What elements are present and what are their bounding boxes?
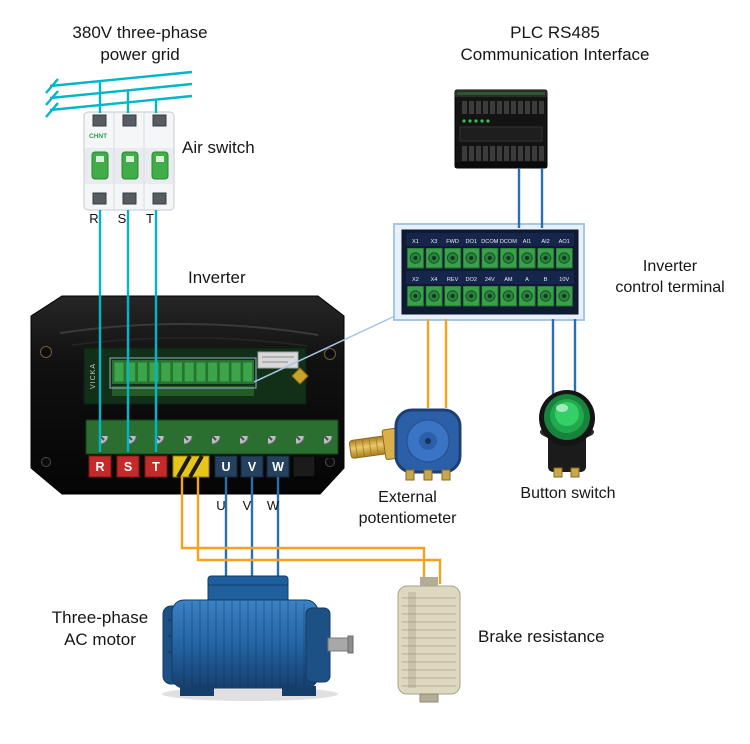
power-grid-label-line1: 380V three-phase	[72, 23, 208, 42]
inverter-terminal-u: U	[221, 460, 230, 474]
inverter-terminal-v: V	[248, 460, 257, 474]
pin-label: REV	[447, 277, 459, 283]
control-terminal-callout: X1 X3 FWD DO1 DCOM DCOM AI1 AI2 AO1 X2 X…	[109, 223, 585, 389]
inverter-terminal-s: S	[124, 460, 132, 474]
button-switch	[539, 390, 595, 478]
pin-label: A	[525, 277, 529, 283]
inverter-terminal-t: T	[152, 460, 160, 474]
inverter-terminal-w: W	[272, 460, 284, 474]
pin-label: AI1	[523, 239, 531, 245]
pin-label: 10V	[559, 277, 569, 283]
air-switch-breaker: CHNT	[83, 111, 175, 211]
pin-label: X4	[431, 277, 438, 283]
motor-label-line1: Three-phase	[51, 608, 149, 627]
output-label-w: W	[267, 498, 280, 513]
motor-label: Three-phase AC motor	[35, 607, 165, 652]
pin-label: AI2	[541, 239, 549, 245]
phase-letter-labels: R S T U V W	[89, 211, 280, 513]
output-label-u: U	[216, 498, 225, 513]
motor-label-line2: AC motor	[64, 630, 136, 650]
pin-label: DO2	[465, 277, 477, 283]
inverter-label: Inverter	[188, 268, 246, 287]
plc-label: PLC RS485 Communication Interface	[430, 22, 680, 67]
pin-label: 24V	[485, 277, 495, 283]
zoom-callout-line	[253, 315, 396, 383]
pin-label: X2	[412, 277, 419, 283]
plc-module	[454, 89, 548, 169]
phase-label-s: S	[118, 211, 127, 226]
inverter-terminal-r: R	[95, 460, 104, 474]
output-label-v: V	[243, 498, 252, 513]
external-potentiometer	[348, 408, 462, 481]
phase-label-r: R	[89, 211, 98, 226]
power-grid-label-line2: power grid	[100, 45, 180, 65]
potentiometer-label-line1: External	[378, 489, 437, 506]
potentiometer-label: External potentiometer	[345, 487, 470, 529]
power-grid-label: 380V three-phase power grid	[45, 22, 235, 67]
inverter-brand-text: VICKA	[90, 363, 97, 389]
potentiometer-label-line2: potentiometer	[358, 510, 457, 528]
pin-label: X1	[412, 239, 419, 245]
plc-label-line1: PLC RS485	[510, 23, 600, 42]
pin-label: DCOM	[481, 239, 498, 245]
phase-label-t: T	[146, 211, 154, 226]
brake-resistance-label: Brake resistance	[478, 627, 605, 646]
orange-signal-wires	[180, 319, 448, 584]
air-switch-label: Air switch	[182, 138, 255, 157]
pin-label: FWD	[446, 239, 459, 245]
inverter-unit: VICKA R S T U V W	[30, 295, 345, 495]
brake-resistor	[397, 577, 461, 703]
control-terminal-label: Inverter control terminal	[595, 256, 745, 298]
control-terminal-label-line1: Inverter	[642, 258, 698, 275]
pin-label: DCOM	[500, 239, 517, 245]
pin-label: B	[544, 277, 548, 283]
zoom-source-outline	[109, 357, 257, 389]
breaker-brand-text: CHNT	[89, 133, 107, 140]
pin-label: AM	[504, 277, 513, 283]
pin-label: DO1	[465, 239, 477, 245]
pin-label: X3	[431, 239, 438, 245]
control-terminal-label-line2: control terminal	[615, 279, 725, 297]
ac-motor	[162, 575, 354, 701]
pin-label: AO1	[559, 239, 570, 245]
teal-power-wires	[45, 70, 193, 452]
button-switch-label: Button switch	[520, 485, 616, 502]
plc-label-line2: Communication Interface	[460, 45, 650, 65]
